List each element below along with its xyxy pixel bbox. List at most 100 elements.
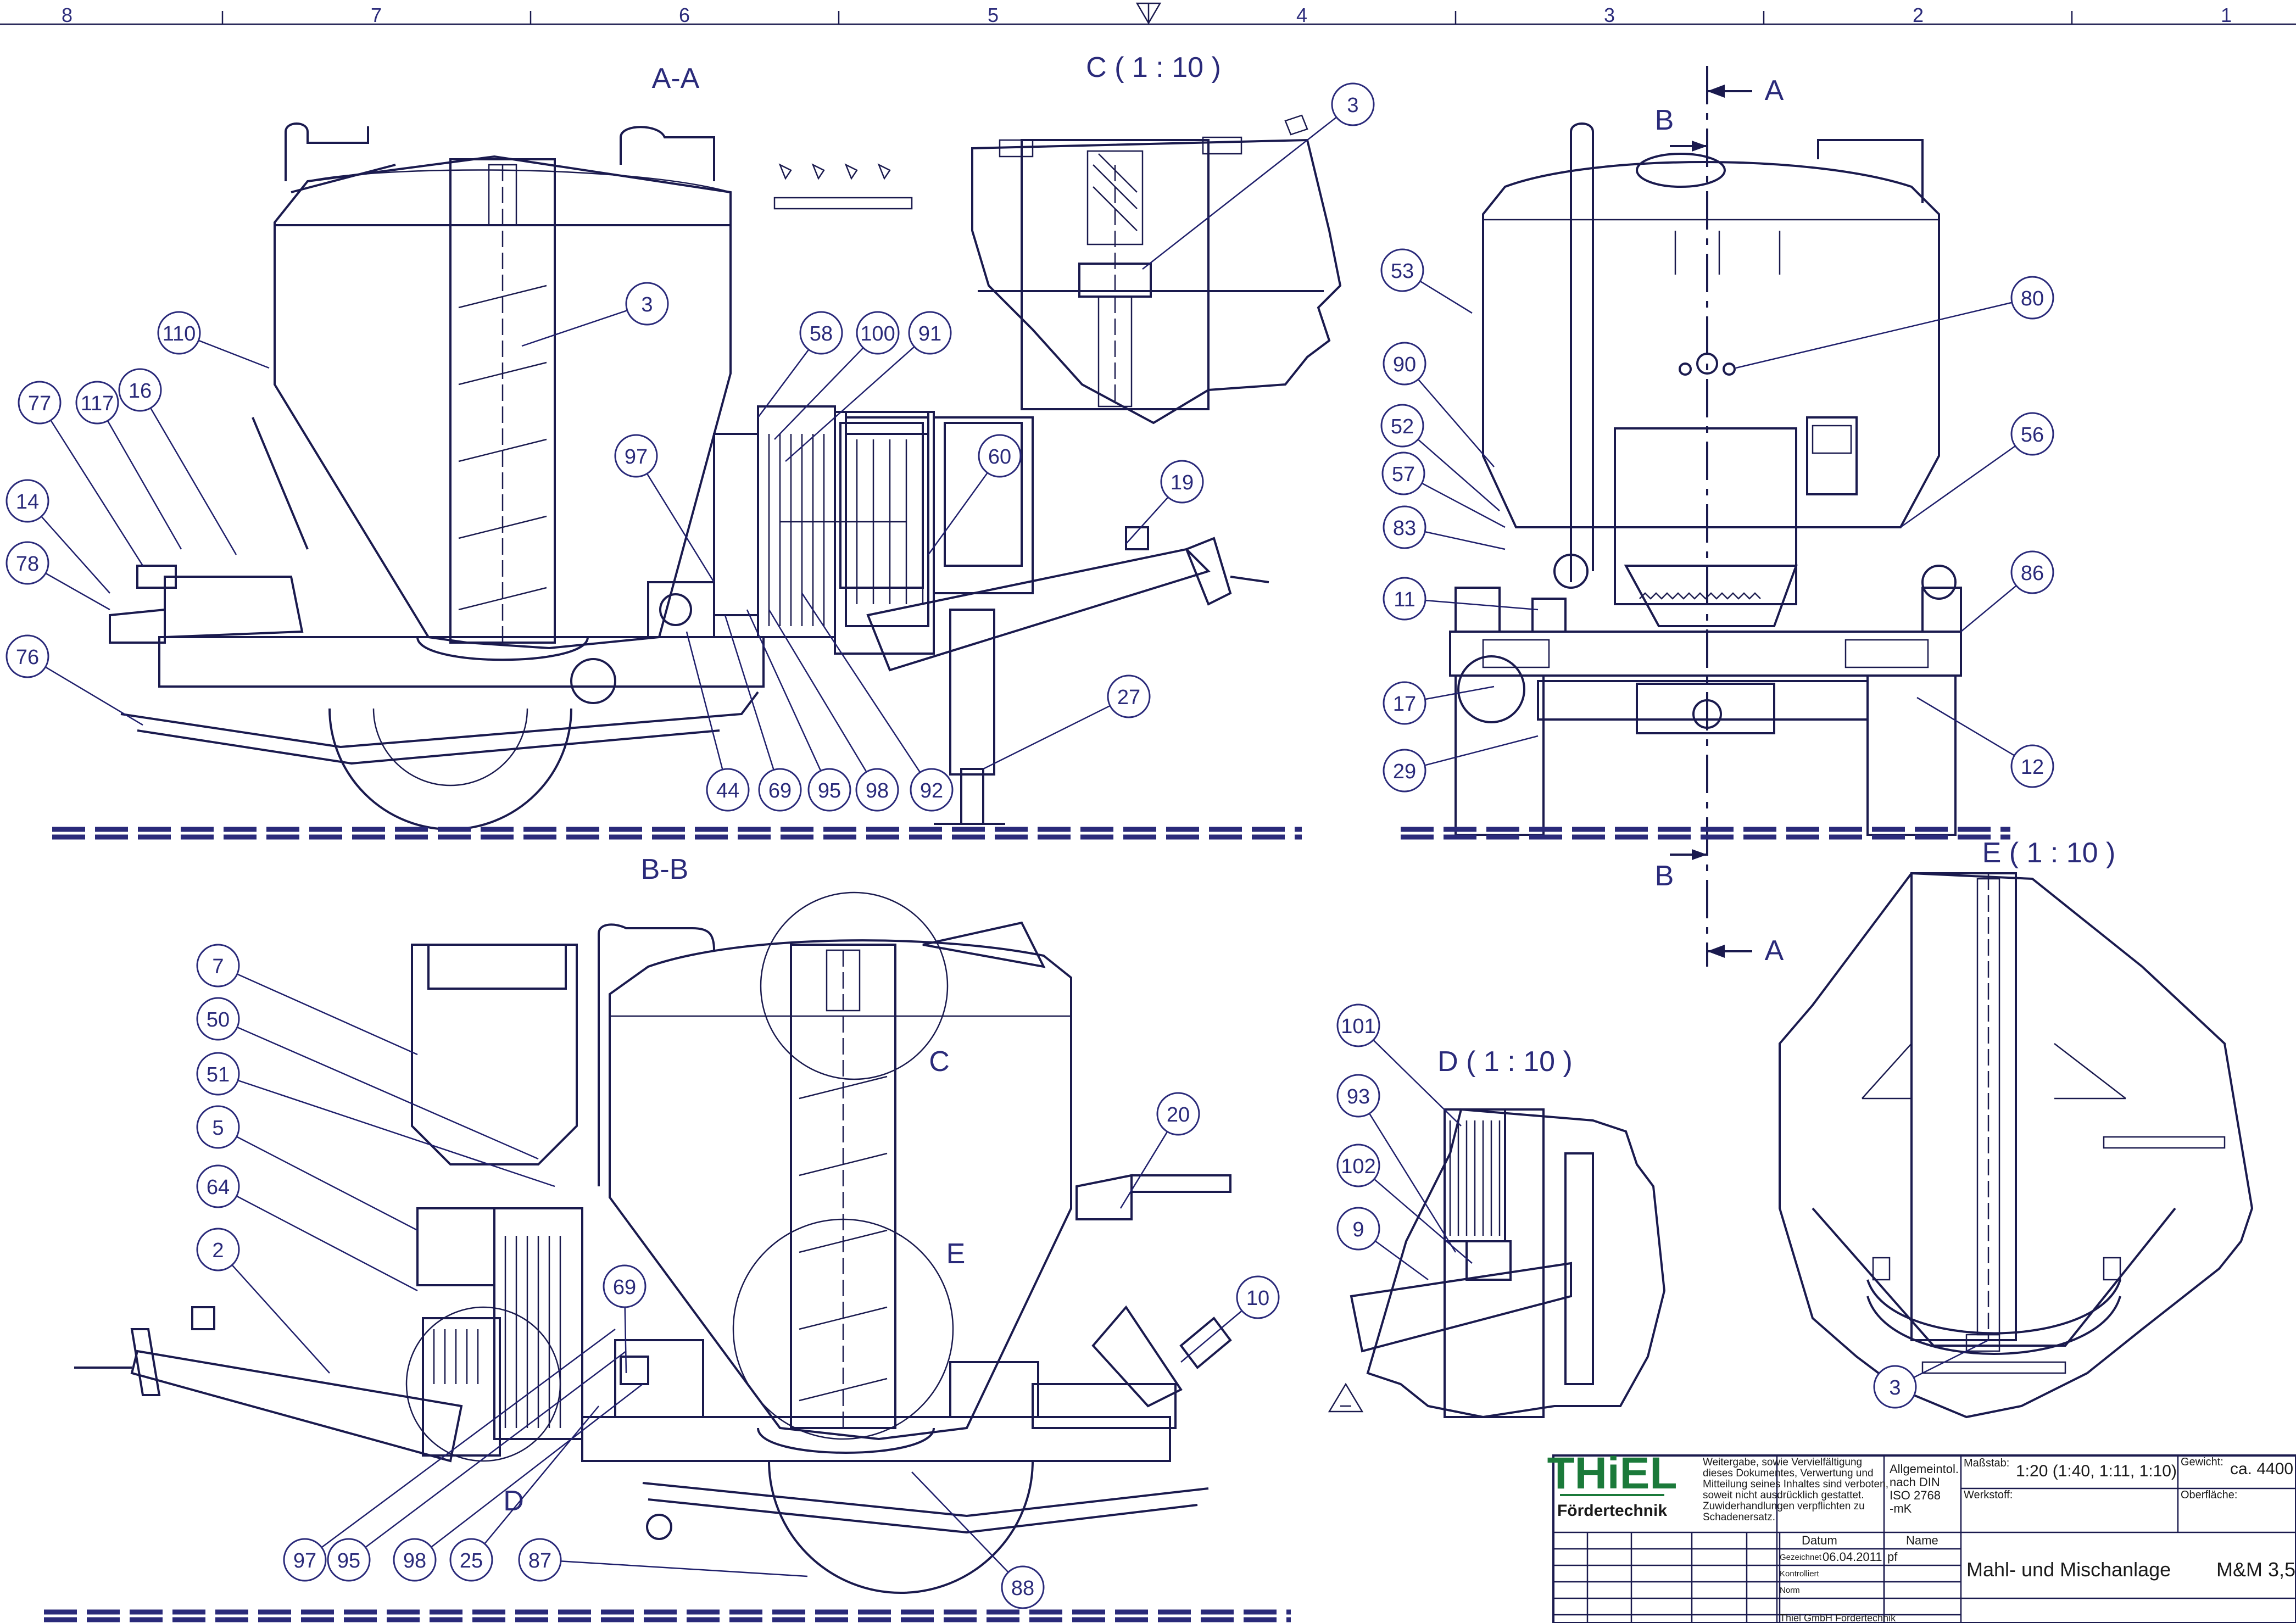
notice-line: Zuwiderhandlungen verpflichten zu <box>1703 1501 1865 1512</box>
callout-leader-line <box>1425 599 1539 611</box>
scale-label: Maßstab: <box>1964 1457 2009 1469</box>
zone-label: 4 <box>1296 4 1307 26</box>
callout-circle <box>1160 460 1204 504</box>
callout-number: 87 <box>528 1549 551 1572</box>
view-section-aa: A-A <box>109 63 1269 830</box>
detail-marker-circle-c <box>760 891 949 1080</box>
callout-leader-line <box>1368 1113 1457 1253</box>
callout-number: 44 <box>716 779 739 802</box>
callout-balloon: 69 <box>603 1264 647 1308</box>
callout-circle <box>1381 451 1425 495</box>
callout-circle <box>196 1052 240 1096</box>
callout-number: 83 <box>1393 517 1416 540</box>
callout-number: 98 <box>866 779 889 802</box>
callout-balloon: 95 <box>807 768 851 812</box>
callout-leader-line <box>1419 280 1473 314</box>
callout-number: 5 <box>212 1117 224 1140</box>
checked-label: Kontrolliert <box>1780 1569 1820 1579</box>
callout-number: 93 <box>1347 1085 1370 1108</box>
callout-leader-line <box>365 1351 627 1548</box>
callout-balloon: 2 <box>196 1228 240 1271</box>
callout-leader-line <box>801 593 921 773</box>
callout-number: 19 <box>1171 471 1194 494</box>
callout-balloon: 60 <box>978 434 1022 478</box>
callout-balloon: 52 <box>1380 404 1424 448</box>
zone-label: 3 <box>1604 4 1615 26</box>
callout-leader-line <box>236 1136 418 1231</box>
border-zone-strip: 8 7 6 5 4 3 2 1 <box>0 2 2296 26</box>
callout-number: 98 <box>403 1549 426 1572</box>
callout-circle <box>75 381 119 425</box>
zone-label: 5 <box>988 4 999 26</box>
callout-number: 53 <box>1391 260 1414 283</box>
callout-balloon: 29 <box>1383 749 1426 793</box>
callout-balloon: 91 <box>908 311 952 355</box>
callout-balloon: 98 <box>855 768 899 812</box>
callout-number: 97 <box>293 1549 316 1572</box>
callout-leader-line <box>321 1328 616 1548</box>
tolerance-line: ISO 2768 <box>1890 1488 1941 1502</box>
callout-circle <box>2010 744 2054 788</box>
callout-circle <box>1107 674 1151 718</box>
callout-circle <box>1001 1565 1045 1609</box>
callout-circle <box>393 1538 437 1582</box>
callout-balloon: 5 <box>196 1105 240 1149</box>
callout-circle <box>625 282 669 326</box>
callout-balloon: 77 <box>18 381 62 425</box>
callout-number: 16 <box>129 380 152 403</box>
callout-leader-line <box>1417 439 1500 511</box>
callout-balloon: 58 <box>799 311 843 355</box>
callout-circle <box>283 1538 327 1582</box>
callout-circle <box>2010 276 2054 320</box>
callout-number: 2 <box>212 1239 224 1262</box>
callout-balloon: 69 <box>758 768 802 812</box>
callout-circle <box>449 1538 493 1582</box>
tolerance-line: nach DIN <box>1890 1475 1940 1489</box>
callout-number: 88 <box>1011 1577 1034 1600</box>
callout-balloon: 10 <box>1236 1275 1280 1319</box>
callout-number: 11 <box>1394 588 1415 611</box>
callout-balloon: 16 <box>118 368 162 412</box>
callout-number: 86 <box>2021 562 2044 585</box>
marker-label-e: E <box>946 1238 966 1270</box>
drawing-number: M&M 3,5 <box>2216 1558 2295 1581</box>
surface-label: Oberfläche: <box>2181 1489 2237 1501</box>
callout-circle <box>118 368 162 412</box>
callout-balloon: 90 <box>1383 342 1426 386</box>
detail-title-e: E ( 1 : 10 ) <box>1982 837 2116 869</box>
callout-balloon: 3 <box>1331 82 1375 126</box>
detail-e: E ( 1 : 10 ) <box>1779 837 2254 1419</box>
callout-number: 95 <box>818 779 841 802</box>
callout-balloon: 11 <box>1383 577 1426 621</box>
zone-label: 1 <box>2221 4 2232 26</box>
callout-number: 80 <box>2021 287 2044 310</box>
callout-balloon: 98 <box>393 1538 437 1582</box>
callout-leader-line <box>45 572 110 611</box>
callout-number: 58 <box>810 322 833 345</box>
callout-circle <box>1383 749 1426 793</box>
detail-c: C ( 1 : 10 ) <box>971 52 1342 425</box>
callout-leader-line <box>1374 1240 1429 1281</box>
drawing-title: Mahl- und Mischanlage <box>1966 1558 2171 1581</box>
callout-balloon: 17 <box>1383 681 1426 725</box>
callout-leader-line <box>431 1384 643 1548</box>
callout-balloon: 44 <box>706 768 750 812</box>
callout-number: 101 <box>1341 1015 1375 1038</box>
callout-circle <box>1380 248 1424 292</box>
callout-circle <box>1380 404 1424 448</box>
callout-number: 92 <box>920 779 943 802</box>
callout-number: 77 <box>28 392 51 415</box>
zone-label: 7 <box>371 4 382 26</box>
title-block: THiEL Fördertechnik Weitergabe, sowie Ve… <box>1547 1448 2296 1623</box>
callout-number: 20 <box>1167 1103 1190 1126</box>
callout-leader-line <box>746 609 822 771</box>
callout-circle <box>856 311 900 355</box>
weight-value: ca. 4400 <box>2230 1460 2293 1478</box>
callout-circle <box>1336 1003 1380 1047</box>
callout-leader-line <box>768 609 867 773</box>
callout-number: 3 <box>1347 94 1358 117</box>
callout-leader-line <box>231 1264 330 1374</box>
callout-circle <box>18 381 62 425</box>
callout-balloon: 20 <box>1156 1092 1200 1136</box>
callout-circle <box>1383 342 1426 386</box>
